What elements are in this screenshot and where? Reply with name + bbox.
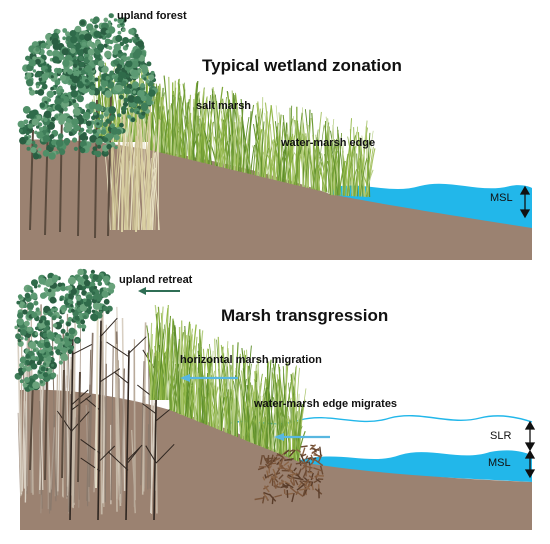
bottom-marsh-grass bbox=[146, 304, 307, 462]
bottom-slr-arrow bbox=[524, 420, 536, 452]
label-slr: SLR bbox=[490, 430, 512, 442]
water-edge-migration-arrow bbox=[274, 433, 330, 441]
horizontal-migration-arrow bbox=[180, 374, 238, 382]
upland-retreat-arrow bbox=[138, 287, 180, 295]
label-water-marsh-edge-migrates: water-marsh edge migrates bbox=[254, 398, 398, 410]
bottom-panel bbox=[14, 268, 536, 530]
bottom-drowned-marsh-patch bbox=[254, 444, 324, 505]
bottom-water bbox=[300, 450, 532, 482]
label-bottom-msl: MSL bbox=[488, 457, 511, 469]
top-water bbox=[330, 183, 532, 232]
top-msl-arrow bbox=[519, 185, 531, 219]
top-panel bbox=[17, 13, 532, 260]
label-salt-marsh: salt marsh bbox=[196, 100, 252, 112]
top-upland-forest-canopy bbox=[17, 13, 158, 160]
bottom-msl-arrow bbox=[524, 449, 536, 479]
label-upland-retreat: upland retreat bbox=[119, 274, 193, 286]
label-top-msl: MSL bbox=[490, 192, 513, 204]
bottom-panel-title: Marsh transgression bbox=[221, 306, 389, 325]
bottom-forest-canopy bbox=[14, 268, 116, 392]
label-water-marsh-edge: water-marsh edge bbox=[281, 137, 376, 149]
label-horizontal-marsh-migration: horizontal marsh migration bbox=[180, 354, 322, 366]
bottom-dead-trees bbox=[16, 300, 175, 521]
label-upland-forest: upland forest bbox=[117, 10, 187, 22]
bottom-forest-trunks bbox=[29, 289, 99, 489]
top-panel-title: Typical wetland zonation bbox=[202, 56, 402, 75]
